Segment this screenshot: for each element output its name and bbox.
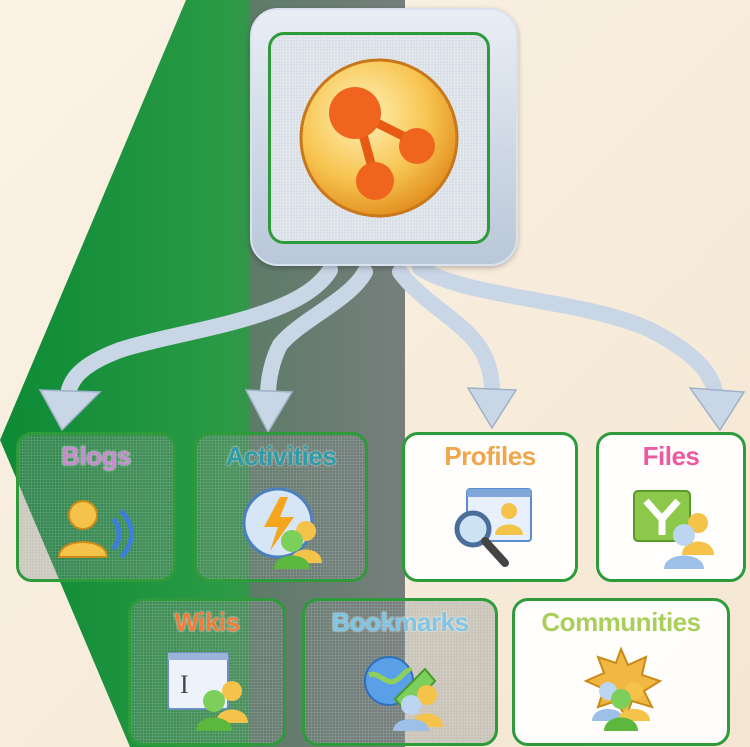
arrow-to-files <box>412 260 724 403</box>
service-tile-activities[interactable]: Activities <box>194 432 368 582</box>
hub-box <box>250 8 518 266</box>
arrowhead-activities <box>244 389 294 434</box>
service-tile-blogs[interactable]: Blogs <box>16 432 176 582</box>
service-tile-files[interactable]: Files <box>596 432 746 582</box>
service-label-blogs: Blogs <box>61 441 131 471</box>
svg-text:I: I <box>180 670 189 699</box>
arrowhead-blogs <box>38 389 102 432</box>
service-tile-profiles[interactable]: Profiles <box>402 432 578 582</box>
arrow-to-blogs <box>60 262 338 403</box>
service-tile-wikis[interactable]: Wikis I <box>128 598 286 746</box>
arrow-to-activities <box>260 264 373 403</box>
service-label-activities: Activities <box>225 441 337 471</box>
hub-inner-frame <box>268 32 490 244</box>
service-label-bookmarks: Bookmarks <box>331 607 469 637</box>
service-label-profiles: Profiles <box>444 441 536 471</box>
connections-hub-icon <box>299 58 459 218</box>
activities-icon <box>242 487 322 569</box>
service-tile-bookmarks[interactable]: Bookmarks <box>302 598 498 746</box>
communities-icon <box>583 646 663 731</box>
profiles-icon <box>454 488 532 567</box>
bookmarks-icon <box>364 656 443 731</box>
wikis-icon: I <box>167 652 248 731</box>
arrow-to-profiles <box>392 264 500 400</box>
files-icon <box>633 490 714 569</box>
blogs-icon <box>57 500 134 559</box>
service-label-wikis: Wikis <box>174 607 240 637</box>
service-tile-communities[interactable]: Communities <box>512 598 730 746</box>
service-label-communities: Communities <box>541 607 701 637</box>
service-label-files: Files <box>642 441 700 471</box>
arrowhead-profiles <box>466 387 518 430</box>
arrowhead-files <box>688 387 746 432</box>
